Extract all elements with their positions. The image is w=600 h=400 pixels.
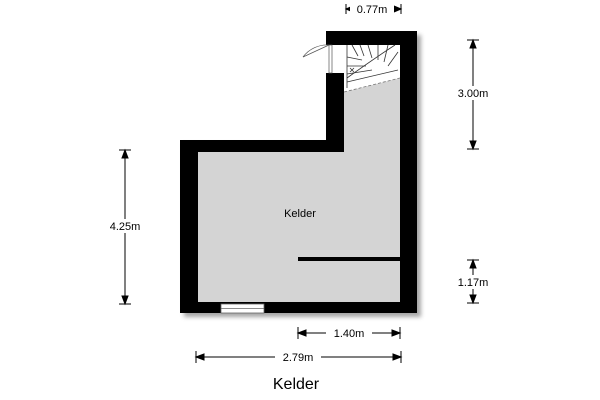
stair-area bbox=[344, 45, 400, 92]
dimension-main-height-label: 4.25m bbox=[110, 221, 141, 233]
floor-area bbox=[198, 45, 400, 302]
door-leaf bbox=[302, 44, 330, 58]
dimension-main-height bbox=[119, 148, 131, 306]
door-swing bbox=[302, 44, 330, 58]
door-frame bbox=[328, 44, 333, 74]
dimension-stair-height-label: 3.00m bbox=[458, 88, 489, 100]
room-label: Kelder bbox=[284, 208, 316, 220]
dimension-partial-width-label: 1.40m bbox=[334, 328, 365, 340]
staircase bbox=[346, 44, 399, 88]
dimension-top-width-label: 0.77m bbox=[357, 4, 388, 16]
dimension-lower-height-label: 1.17m bbox=[458, 277, 489, 289]
partition-wall bbox=[298, 257, 400, 261]
plan-title: Kelder bbox=[273, 376, 320, 393]
dimension-total-width-label: 2.79m bbox=[283, 352, 314, 364]
